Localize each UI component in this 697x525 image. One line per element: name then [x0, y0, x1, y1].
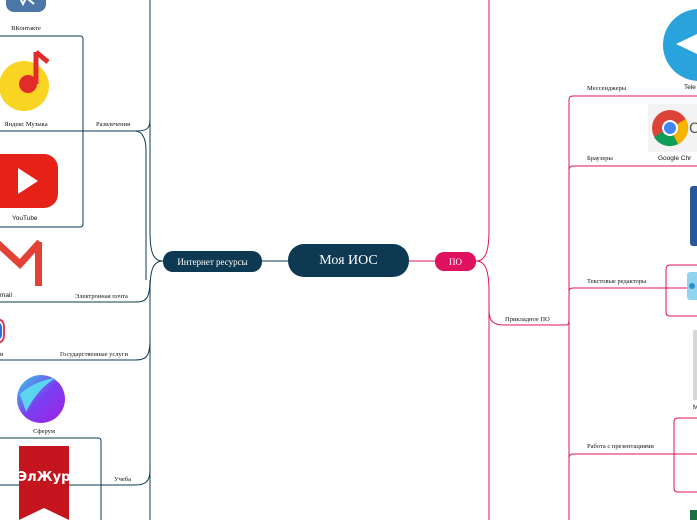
- central-title: Моя ИОС: [319, 252, 378, 268]
- svg-text:C: C: [689, 121, 697, 137]
- software-title: ПО: [449, 256, 462, 267]
- group-label-messengers: Мессенджеры: [587, 85, 627, 92]
- group-label-browsers: Браузеры: [587, 155, 613, 162]
- gosuslugi-icon[interactable]: [0, 316, 8, 346]
- google-chrome-caption: Google Chr: [658, 155, 692, 162]
- internet-resources-node[interactable]: Интернет ресурсы: [163, 251, 262, 272]
- telegram-caption: Tele: [684, 84, 696, 91]
- group-label-email: Электронная почта: [75, 293, 128, 300]
- youtube-caption: YouTube: [12, 215, 38, 222]
- word-icon[interactable]: [684, 178, 697, 250]
- vk-icon[interactable]: [6, 0, 46, 20]
- document-icon[interactable]: [691, 330, 697, 400]
- gmail-icon[interactable]: [0, 236, 44, 290]
- group-label-gov-services: Государственные услуги: [60, 351, 128, 358]
- yandex-music-caption: Яндекс Музыка: [4, 121, 48, 128]
- eljur-icon[interactable]: ЭлЖур: [18, 446, 71, 520]
- sferum-caption: Сферум: [33, 428, 55, 435]
- group-label-text-editors: Текстовые редакторы: [587, 278, 647, 285]
- vk-caption: ВКонтакте: [11, 25, 41, 32]
- spreadsheet-icon[interactable]: [686, 506, 697, 522]
- word-caption: M: [693, 404, 697, 411]
- youtube-icon[interactable]: [0, 152, 58, 210]
- internet-resources-title: Интернет ресурсы: [177, 256, 248, 267]
- sferum-icon[interactable]: [16, 374, 68, 426]
- eljur-logo-text: ЭлЖур: [19, 470, 70, 485]
- group-label-presentations: Работа с презентациями: [587, 443, 654, 450]
- group-label-entertainment: Развлечения: [96, 121, 131, 128]
- google-chrome-icon[interactable]: C: [648, 104, 697, 152]
- telegram-icon[interactable]: [662, 8, 697, 82]
- text-editor-icon[interactable]: [683, 268, 697, 304]
- group-label-study: Учеба: [114, 476, 131, 483]
- subgroup-label-applied-software: Прикладное ПО: [505, 316, 550, 323]
- yandex-music-icon[interactable]: [0, 48, 52, 112]
- central-node[interactable]: Моя ИОС: [288, 244, 409, 277]
- gmail-caption: mail: [0, 292, 12, 299]
- gosuslugi-caption: и: [0, 351, 4, 358]
- software-node[interactable]: ПО: [435, 252, 476, 271]
